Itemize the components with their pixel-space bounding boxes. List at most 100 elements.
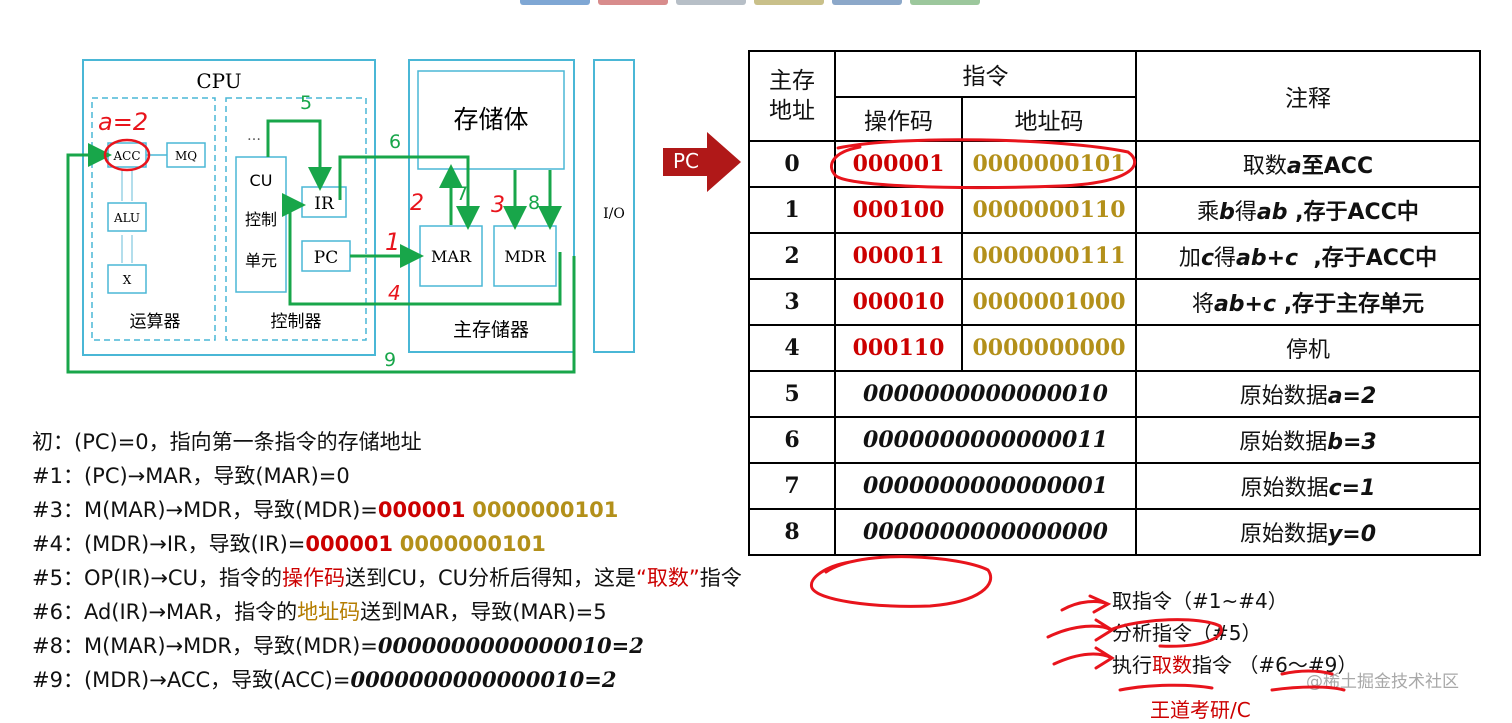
header-note: 注释: [1135, 50, 1481, 142]
path-label-5: 5: [300, 92, 312, 114]
hand-a-equals-2: a=2: [98, 108, 148, 136]
note-text: ,存于主存单元: [1276, 292, 1425, 317]
note-text: 取数: [1242, 154, 1287, 179]
cell-address-code: 0000000101: [961, 140, 1137, 188]
data-value: 0000000000000010=2: [377, 633, 644, 658]
path-label-7: 7: [456, 183, 468, 205]
step-text: 送到MAR，导致(MAR)=5: [360, 600, 607, 624]
mdr-label: MDR: [504, 247, 546, 266]
step-text: #9：(MDR)→ACC，导致(ACC)=: [32, 668, 351, 692]
note-var: ab+c: [1213, 292, 1277, 317]
note-text: 加: [1178, 246, 1201, 271]
header-opcode: 操作码: [834, 96, 963, 142]
step-text: #4：(MDR)→IR，导致(IR)=: [32, 532, 306, 556]
phase-decode: 分析指令（#5）: [1112, 621, 1262, 645]
note-var: b: [1219, 200, 1235, 225]
top-tab: [676, 0, 746, 5]
controller-group-label: 控制器: [271, 312, 322, 332]
cell-note: 原始数据c=1: [1135, 462, 1481, 510]
path-label-9: 9: [384, 349, 396, 371]
bottom-cut-text: 王道考研/C: [1150, 698, 1251, 722]
table-row: 4 000110 0000000000 停机: [748, 324, 1481, 372]
path-5: [266, 119, 332, 191]
arrow-decode: [1046, 618, 1115, 642]
cell-note: 取数a至ACC: [1135, 140, 1481, 188]
cell-note: 原始数据a=2: [1135, 370, 1481, 418]
step-3: #3：M(MAR)→MDR，导致(MDR)=000001 0000000101: [32, 493, 932, 527]
path-9: [66, 143, 576, 374]
cu-unit: [235, 156, 287, 293]
storage-body: [417, 70, 565, 170]
note-text: 原始数据: [1239, 430, 1328, 455]
cell-address-code: 0000000111: [961, 232, 1137, 280]
table-row: 6 0000000000000011 原始数据b=3: [748, 416, 1481, 464]
alu-unit: [107, 202, 147, 232]
alu-label: ALU: [113, 211, 140, 225]
address-value: 0000000101: [399, 532, 546, 556]
cell-opcode: 000110: [834, 324, 963, 372]
cell-address: 0: [748, 140, 836, 188]
underline-1: [1118, 683, 1214, 692]
cell-address: 5: [748, 370, 836, 418]
cell-note: 原始数据b=3: [1135, 416, 1481, 464]
cell-raw-data: 0000000000000011: [834, 416, 1137, 464]
watermark: @稀土掘金技术社区: [1306, 672, 1459, 692]
step-text: #5：OP(IR)→CU，指令的: [32, 566, 282, 590]
mar-register: [419, 225, 483, 287]
alu-group-box: [91, 97, 216, 341]
opcode-value: 000001: [377, 498, 466, 522]
cell-address-code: 0000000000: [961, 324, 1137, 372]
data-value: 0000000000000010=2: [350, 667, 617, 692]
cell-raw-data: 0000000000000000: [834, 508, 1137, 556]
cpu-title: CPU: [196, 69, 241, 93]
mq-register: [166, 142, 206, 168]
main-memory-label: 主存储器: [453, 319, 529, 341]
step-1: #1：(PC)→MAR，导致(MAR)=0: [32, 459, 932, 493]
pc-pointer-label: PC: [673, 149, 700, 173]
io-label: I/O: [603, 206, 625, 222]
top-tab: [520, 0, 590, 5]
path-4: [282, 193, 562, 306]
cell-address: 4: [748, 324, 836, 372]
acc-circle: [103, 138, 151, 172]
cell-raw-data: 0000000000000001: [834, 462, 1137, 510]
note-var: c: [1200, 246, 1214, 271]
cu-label-2: 控制: [245, 210, 277, 229]
pc-label: PC: [314, 248, 338, 268]
cell-address-code: 0000001000: [961, 278, 1137, 326]
step-9: #9：(MDR)→ACC，导致(ACC)=0000000000000010=2: [32, 663, 932, 697]
phase-text: 执行: [1112, 653, 1152, 677]
note-var: ab: [1256, 200, 1288, 225]
cell-address: 7: [748, 462, 836, 510]
cu-label-1: CU: [250, 171, 273, 190]
table-row: 7 0000000000000001 原始数据c=1: [748, 462, 1481, 510]
note-text: 原始数据: [1239, 522, 1328, 547]
table-row: 1 000100 0000000110 乘b得ab ,存于ACC中: [748, 186, 1481, 234]
mq-label: MQ: [175, 149, 197, 163]
cell-opcode: 000011: [834, 232, 963, 280]
note-text: 原始数据: [1239, 384, 1328, 409]
note-text: 原始数据: [1240, 476, 1329, 501]
step-text: #1：(PC)→MAR，导致(MAR)=0: [32, 464, 350, 488]
phase-fetch: 取指令（#1~#4）: [1112, 589, 1288, 613]
note-var: ab+c: [1236, 246, 1299, 271]
cell-note: 加c得ab+c ,存于ACC中: [1135, 232, 1481, 280]
cell-opcode: 000100: [834, 186, 963, 234]
top-tab: [832, 0, 902, 5]
opcode-value: 000001: [305, 532, 394, 556]
header-address-code: 地址码: [961, 96, 1137, 142]
address-value: 0000000101: [472, 498, 619, 522]
cu-dots: …: [247, 128, 261, 144]
step-6: #6：Ad(IR)→MAR，指令的地址码送到MAR，导致(MAR)=5: [32, 595, 932, 629]
top-tab-strip: [520, 0, 980, 5]
note-text: 乘: [1197, 200, 1220, 225]
execution-steps: 初：(PC)=0，指向第一条指令的存储地址 #1：(PC)→MAR，导致(MAR…: [32, 425, 932, 697]
step-text: 初：(PC)=0，指向第一条指令的存储地址: [32, 430, 422, 454]
fetch-term: “取数”: [636, 566, 700, 590]
cell-raw-data: 0000000000000010: [834, 370, 1137, 418]
path-6: [338, 155, 480, 230]
cell-note: 将ab+c ,存于主存单元: [1135, 278, 1481, 326]
cell-address-code: 0000000110: [961, 186, 1137, 234]
step-5: #5：OP(IR)→CU，指令的操作码送到CU，CU分析后得知，这是“取数”指令: [32, 561, 932, 595]
phase-fetch-term: 取数: [1152, 653, 1192, 677]
